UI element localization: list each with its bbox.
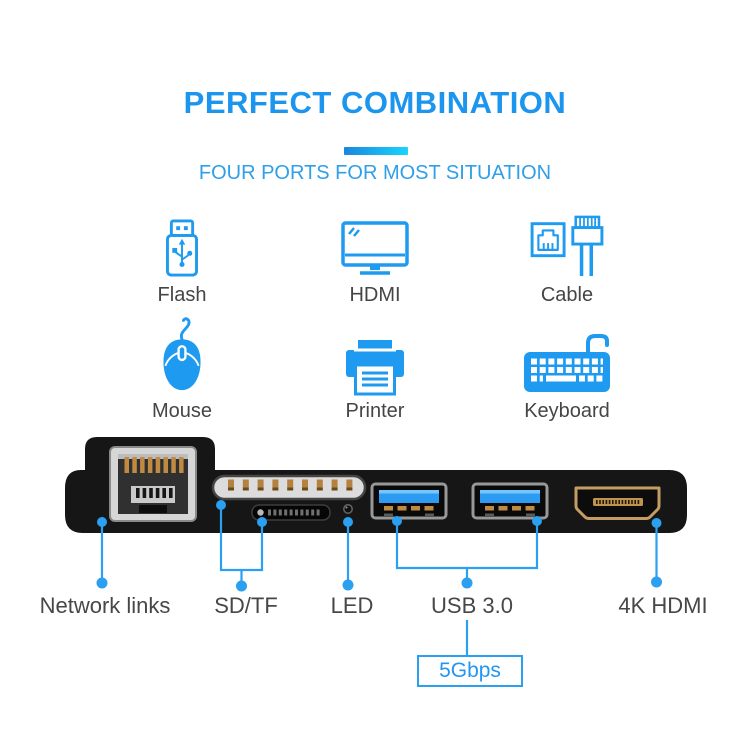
usb-flash-drive-icon <box>166 219 198 277</box>
device-cell-hdmi: HDMI <box>290 214 460 307</box>
monitor-icon <box>341 221 409 275</box>
sd-tf-label: SD/TF <box>214 593 278 618</box>
device-cell-printer: Printer <box>290 312 460 423</box>
device-cell-cable: Cable <box>482 214 652 307</box>
mouse-icon <box>163 317 201 391</box>
printer-icon <box>346 340 404 396</box>
ethernet-cable-icon <box>530 215 604 277</box>
led-indicator <box>343 504 353 514</box>
title-divider <box>344 147 408 155</box>
device-cell-mouse: Mouse <box>97 312 267 423</box>
rj45-port <box>109 446 197 522</box>
network-label: Network links <box>39 593 171 618</box>
hdmi-port <box>574 486 661 520</box>
device-label-mouse: Mouse <box>151 400 213 422</box>
leader-lines <box>100 505 658 655</box>
device-cell-keyboard: Keyboard <box>482 312 652 423</box>
device-label-hdmi: HDMI <box>349 284 401 306</box>
device-label-flash: Flash <box>157 284 207 306</box>
device-label-keyboard: Keyboard <box>524 400 610 422</box>
hub-device-graphic <box>65 437 687 655</box>
hdmi-label: 4K HDMI <box>618 593 708 618</box>
page-subtitle: FOUR PORTS FOR MOST SITUATION <box>198 162 552 184</box>
usb3-port-2 <box>471 482 549 520</box>
usb-label: USB 3.0 <box>431 593 513 618</box>
keyboard-icon <box>524 334 610 392</box>
usb3-port-1 <box>370 482 448 520</box>
usb-speed-badge: 5Gbps <box>417 655 523 687</box>
led-label: LED <box>330 593 374 618</box>
device-label-cable: Cable <box>540 284 594 306</box>
page-title: PERFECT COMBINATION <box>183 85 567 120</box>
sd-card-slot <box>211 474 367 501</box>
leader-dots <box>96 500 662 592</box>
tf-card-slot <box>251 504 331 521</box>
device-cell-flash: Flash <box>97 214 267 307</box>
device-label-printer: Printer <box>345 400 405 422</box>
